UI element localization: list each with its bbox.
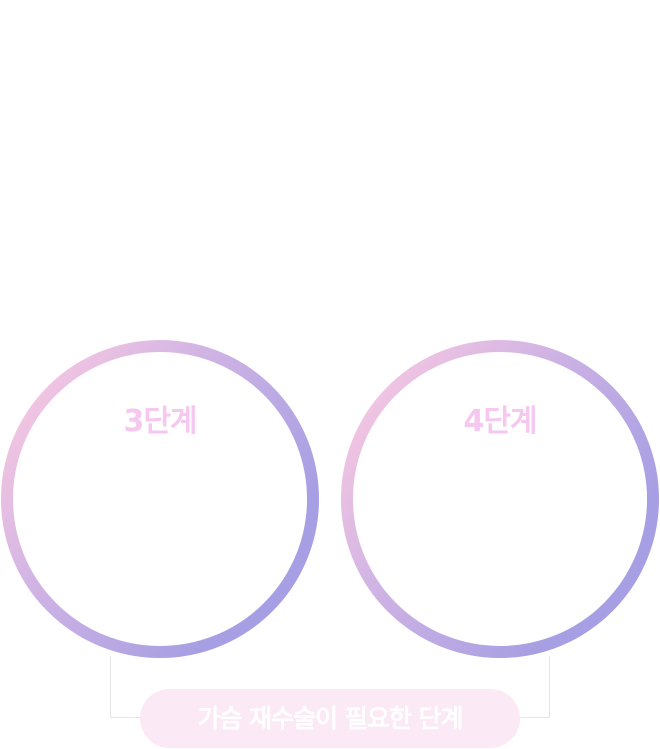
footer-pill: 가슴 재수술이 필요한 단계 xyxy=(140,689,520,748)
footer-pill-label: 가슴 재수술이 필요한 단계 xyxy=(197,704,463,733)
stage-label-4: 4단계 xyxy=(463,404,537,439)
connector-line-left xyxy=(110,656,141,718)
connector-line-right xyxy=(519,656,550,718)
stage-ring-4 xyxy=(341,340,659,658)
stage-label-3: 3단계 xyxy=(123,404,197,439)
stage-ring-3 xyxy=(1,340,319,658)
